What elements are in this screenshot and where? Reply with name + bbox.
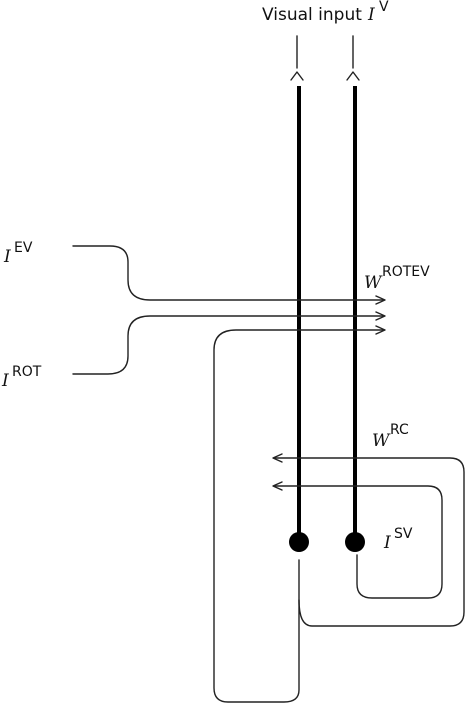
visual-input-superscript: V <box>379 0 389 15</box>
ev-input-line <box>72 245 385 301</box>
right-cell-recurrent-arrowhead <box>272 481 283 491</box>
rc-weight-superscript: RC <box>390 422 409 438</box>
rot-input-superscript: ROT <box>12 364 42 380</box>
left-cell-recurrent-arrowhead <box>272 453 283 463</box>
right-cell-body <box>345 532 365 552</box>
rot-input-label: I ROT <box>1 364 42 391</box>
visual-input-line-right <box>346 35 360 542</box>
ev-input-label: I EV <box>3 240 33 267</box>
right-cell-recurrent-loop <box>273 485 443 599</box>
left-cell-body <box>289 532 309 552</box>
ev-input-superscript: EV <box>14 240 33 256</box>
rot-input-arrowhead <box>375 311 386 321</box>
rc-weight-label: W RC <box>372 422 409 451</box>
rot-input-line <box>72 315 385 375</box>
left-cell-feedback-arrowhead <box>375 325 386 335</box>
visual-input-symbol: I <box>367 5 375 25</box>
ev-input-symbol: I <box>3 247 11 267</box>
sv-input-symbol: I <box>383 533 391 553</box>
left-cell-recurrent-loop <box>273 457 465 627</box>
left-cell-feedback-loop <box>213 329 385 703</box>
visual-input-label: Visual input I V <box>262 0 389 25</box>
sv-input-superscript: SV <box>394 526 413 542</box>
rotev-weight-label: W ROTEV <box>364 264 430 293</box>
rc-weight-symbol: W <box>372 431 391 451</box>
visual-input-right-arrowhead <box>346 71 360 81</box>
ev-input-arrowhead <box>375 295 386 305</box>
rotev-weight-superscript: ROTEV <box>382 264 430 280</box>
rot-input-symbol: I <box>1 371 9 391</box>
rotev-weight-symbol: W <box>364 273 383 293</box>
sv-input-label: I SV <box>383 526 413 553</box>
visual-input-left-arrowhead <box>290 71 304 81</box>
visual-input-text: Visual input <box>262 5 362 25</box>
visual-input-line-left <box>290 35 304 542</box>
